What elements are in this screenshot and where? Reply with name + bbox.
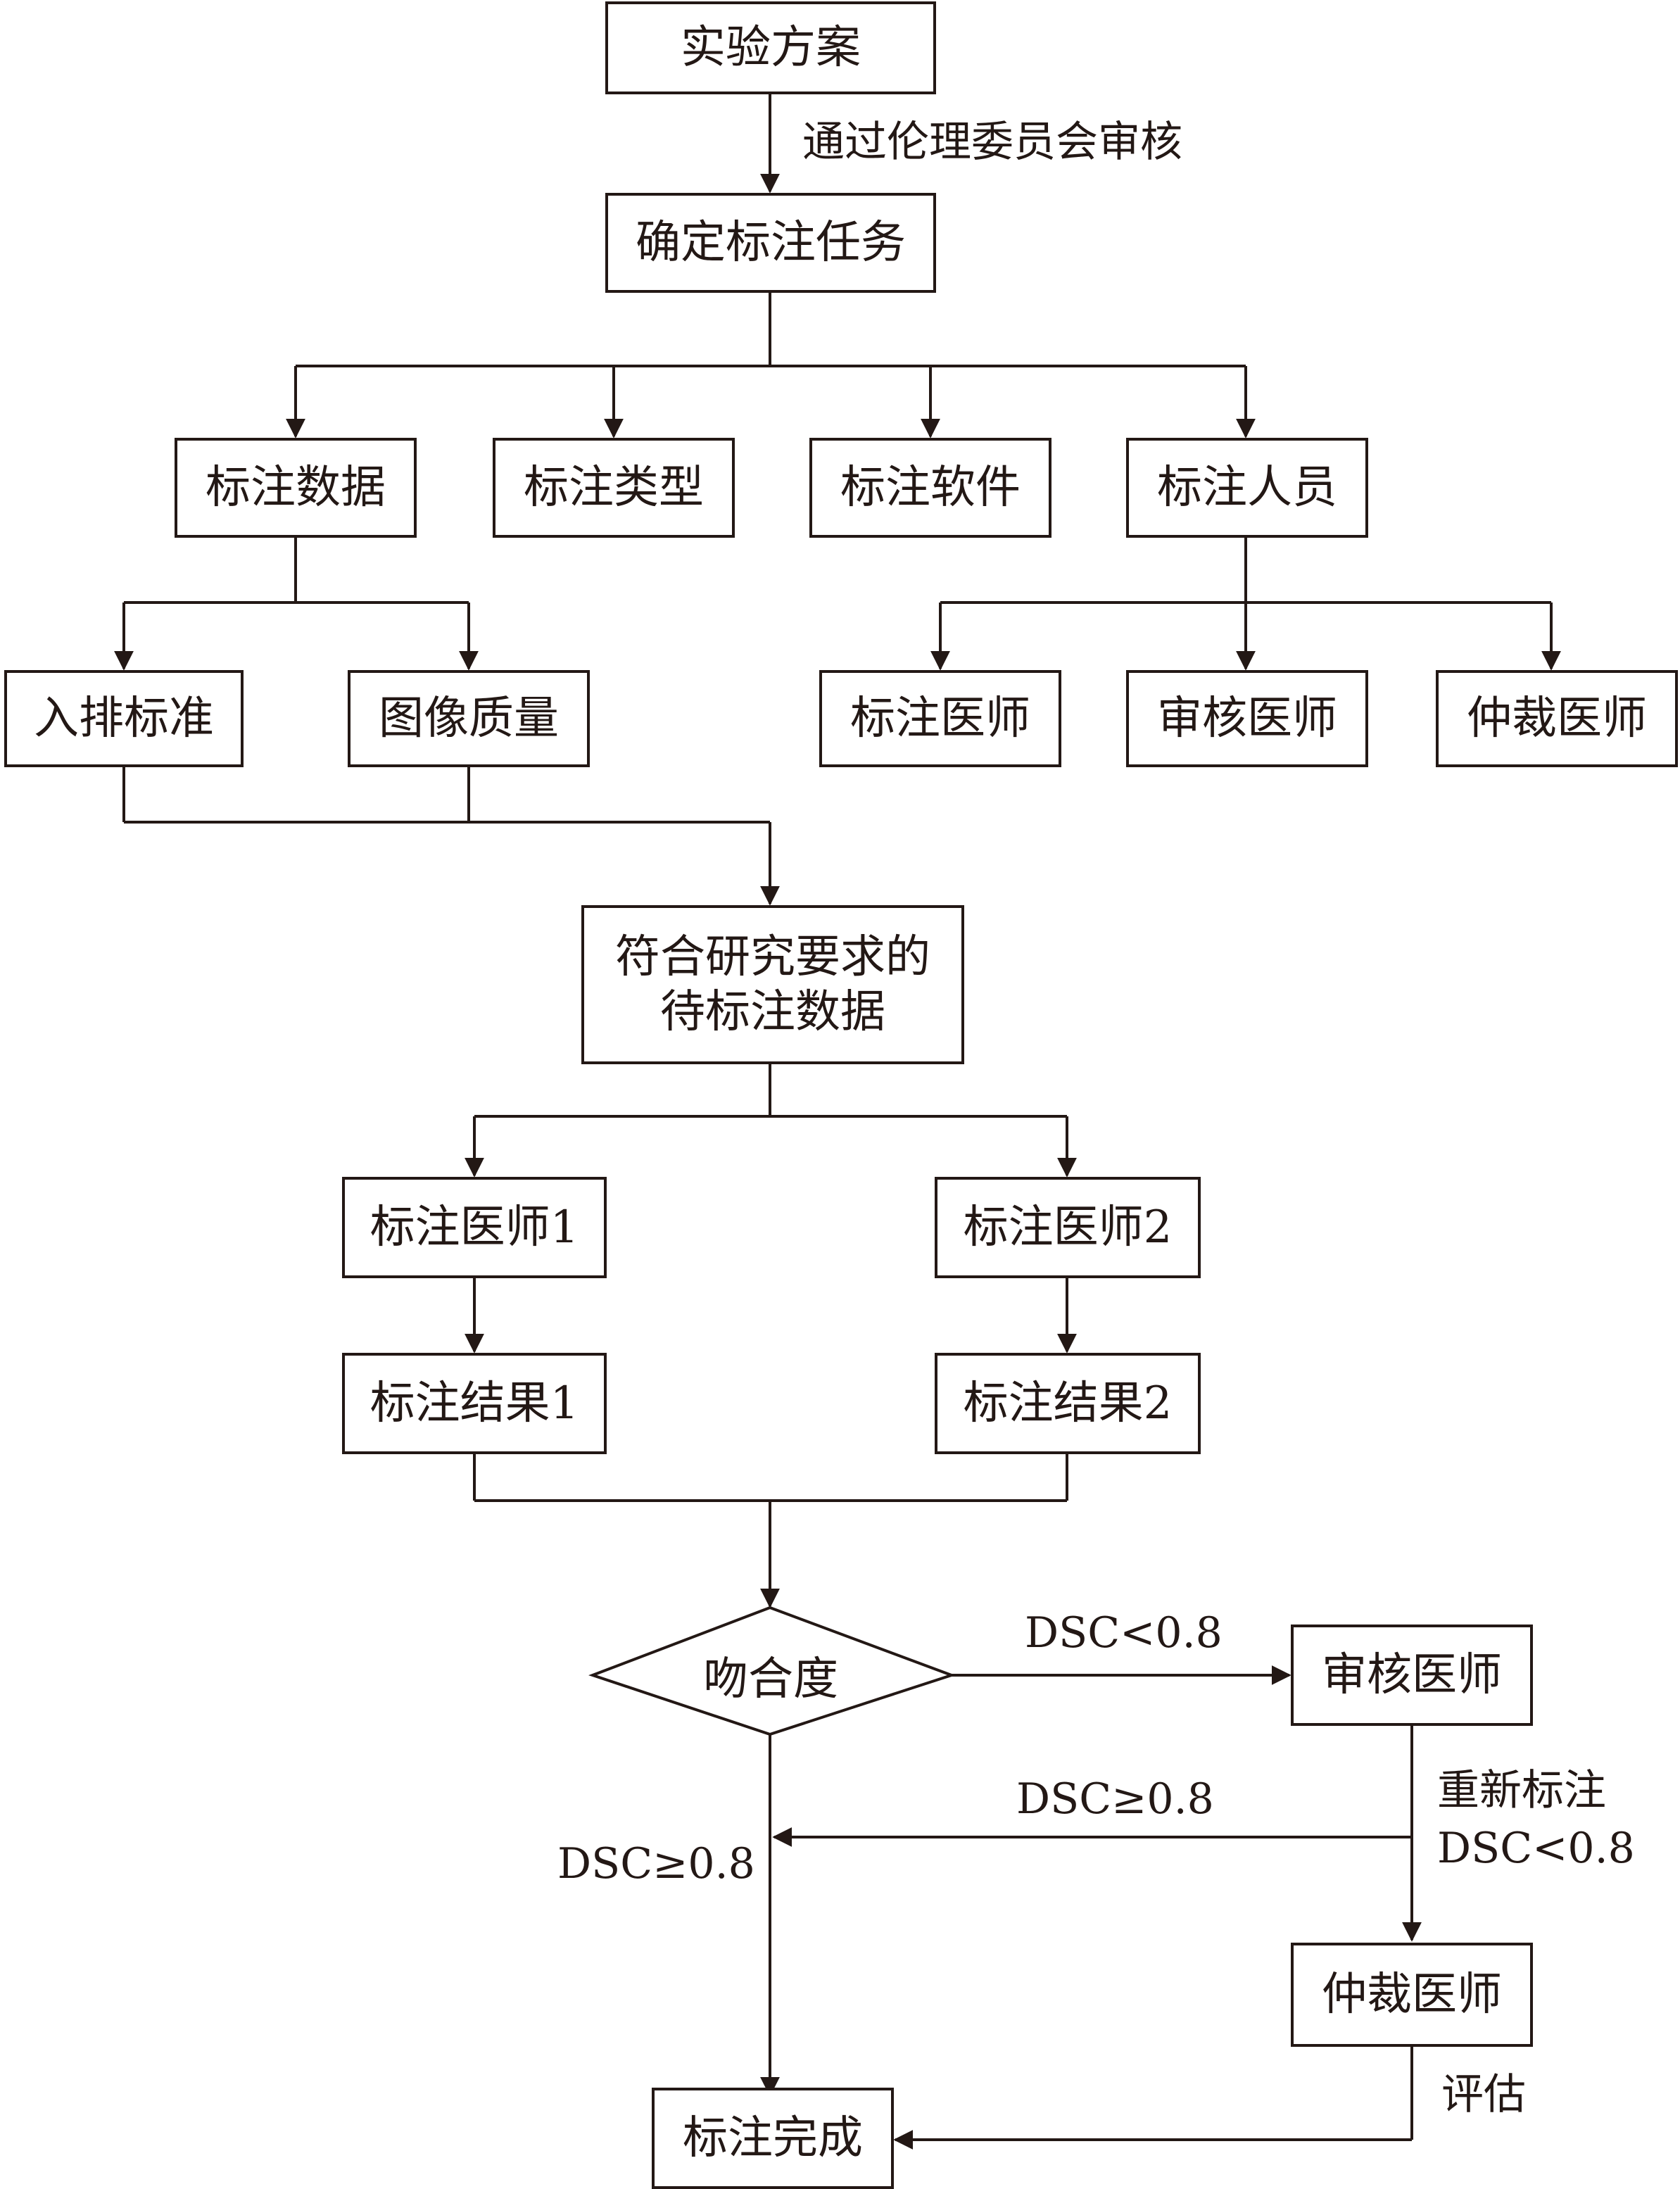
node-software: 标注软件 (809, 438, 1051, 538)
node-result1: 标注结果1 (342, 1353, 607, 1454)
node-review2: 审核医师 (1291, 1625, 1533, 1726)
label-reannot: 重新标注 (1437, 1766, 1606, 1815)
node-quality: 图像质量 (348, 670, 590, 767)
node-type: 标注类型 (493, 438, 735, 538)
node-data: 标注数据 (175, 438, 417, 538)
node-qualified-line1: 符合研究要求的 (615, 931, 930, 983)
node-arbiter2: 仲裁医师 (1291, 1943, 1533, 2047)
node-qualified-line2: 待标注数据 (660, 986, 885, 1038)
node-qualified: 符合研究要求的 待标注数据 (581, 905, 964, 1064)
node-task: 确定标注任务 (605, 193, 936, 293)
label-dsc-ge-back: DSC≥0.8 (1016, 1774, 1214, 1824)
node-doctor2: 标注医师2 (935, 1177, 1201, 1278)
node-personnel: 标注人员 (1126, 438, 1368, 538)
node-annot-doctor: 标注医师 (819, 670, 1061, 767)
node-review-doctor: 审核医师 (1126, 670, 1368, 767)
label-dsc-ge-down: DSC≥0.8 (557, 1839, 755, 1888)
node-inclusion: 入排标准 (4, 670, 244, 767)
label-dsc-lt-right: DSC<0.8 (1025, 1608, 1223, 1658)
node-agreement: 吻合度 (703, 1653, 838, 1705)
node-done: 标注完成 (652, 2088, 894, 2189)
label-ethics: 通过伦理委员会审核 (802, 118, 1182, 167)
node-result2: 标注结果2 (935, 1353, 1201, 1454)
label-evaluate: 评估 (1441, 2070, 1526, 2119)
node-doctor1: 标注医师1 (342, 1177, 607, 1278)
node-arbiter-doctor: 仲裁医师 (1436, 670, 1678, 767)
node-plan: 实验方案 (605, 1, 936, 94)
label-dsc-lt-down: DSC<0.8 (1437, 1824, 1635, 1873)
